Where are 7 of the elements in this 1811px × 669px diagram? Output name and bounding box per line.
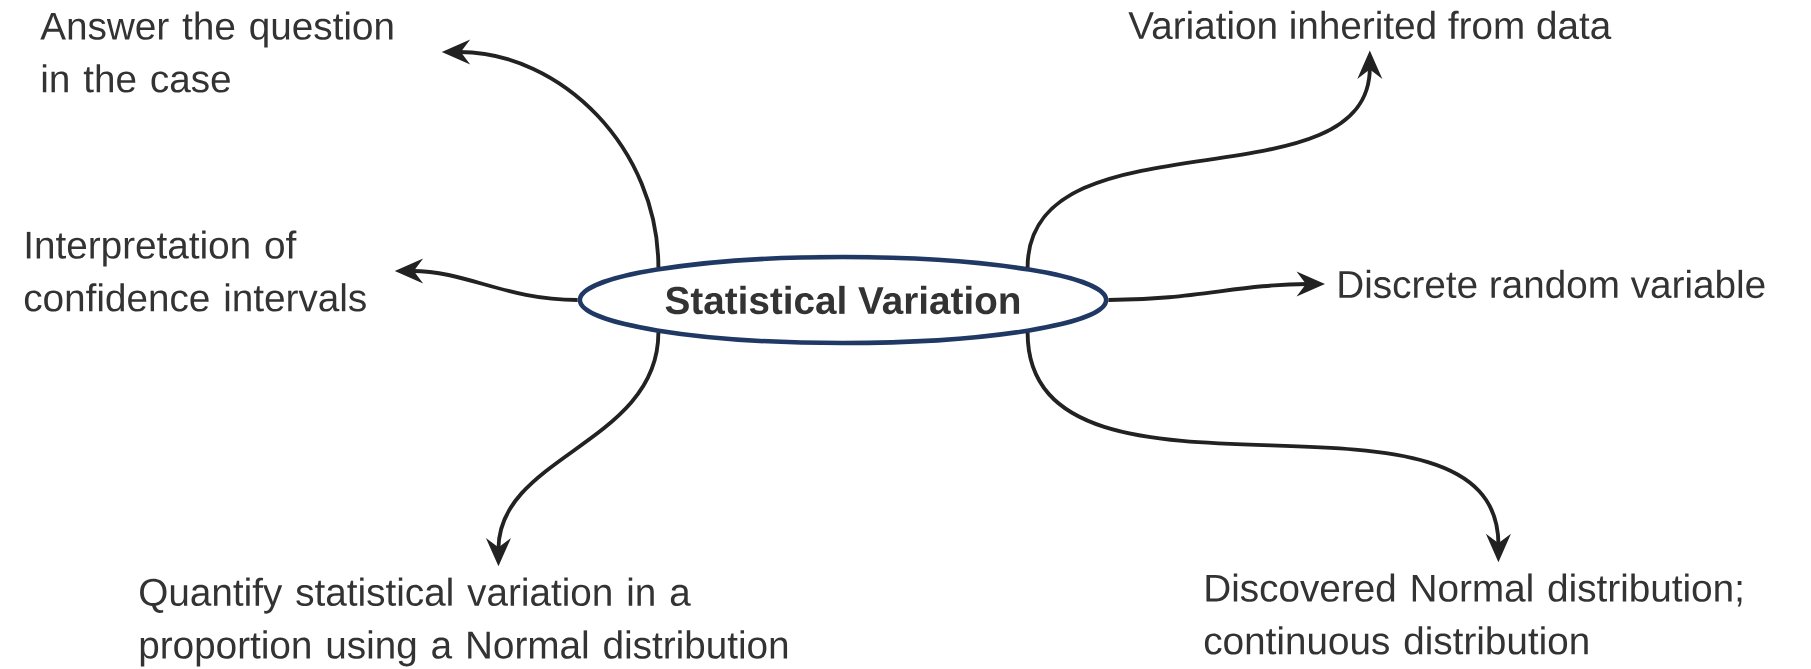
branch-label: Discovered Normal distribution; continuous distribution <box>1204 573 1742 655</box>
branch-label: Answer the question in the case <box>40 11 393 93</box>
branch-label: Quantify statistical variation in a proportion using a Normal distribution <box>140 577 788 667</box>
branch-label: Interpretation of confidence intervals <box>24 230 366 312</box>
branch-label: Discrete random variable <box>1339 269 1765 299</box>
ellipse-node: Statistical Variation <box>577 254 1109 346</box>
branch-label: Variation inherited from data <box>1128 10 1612 40</box>
